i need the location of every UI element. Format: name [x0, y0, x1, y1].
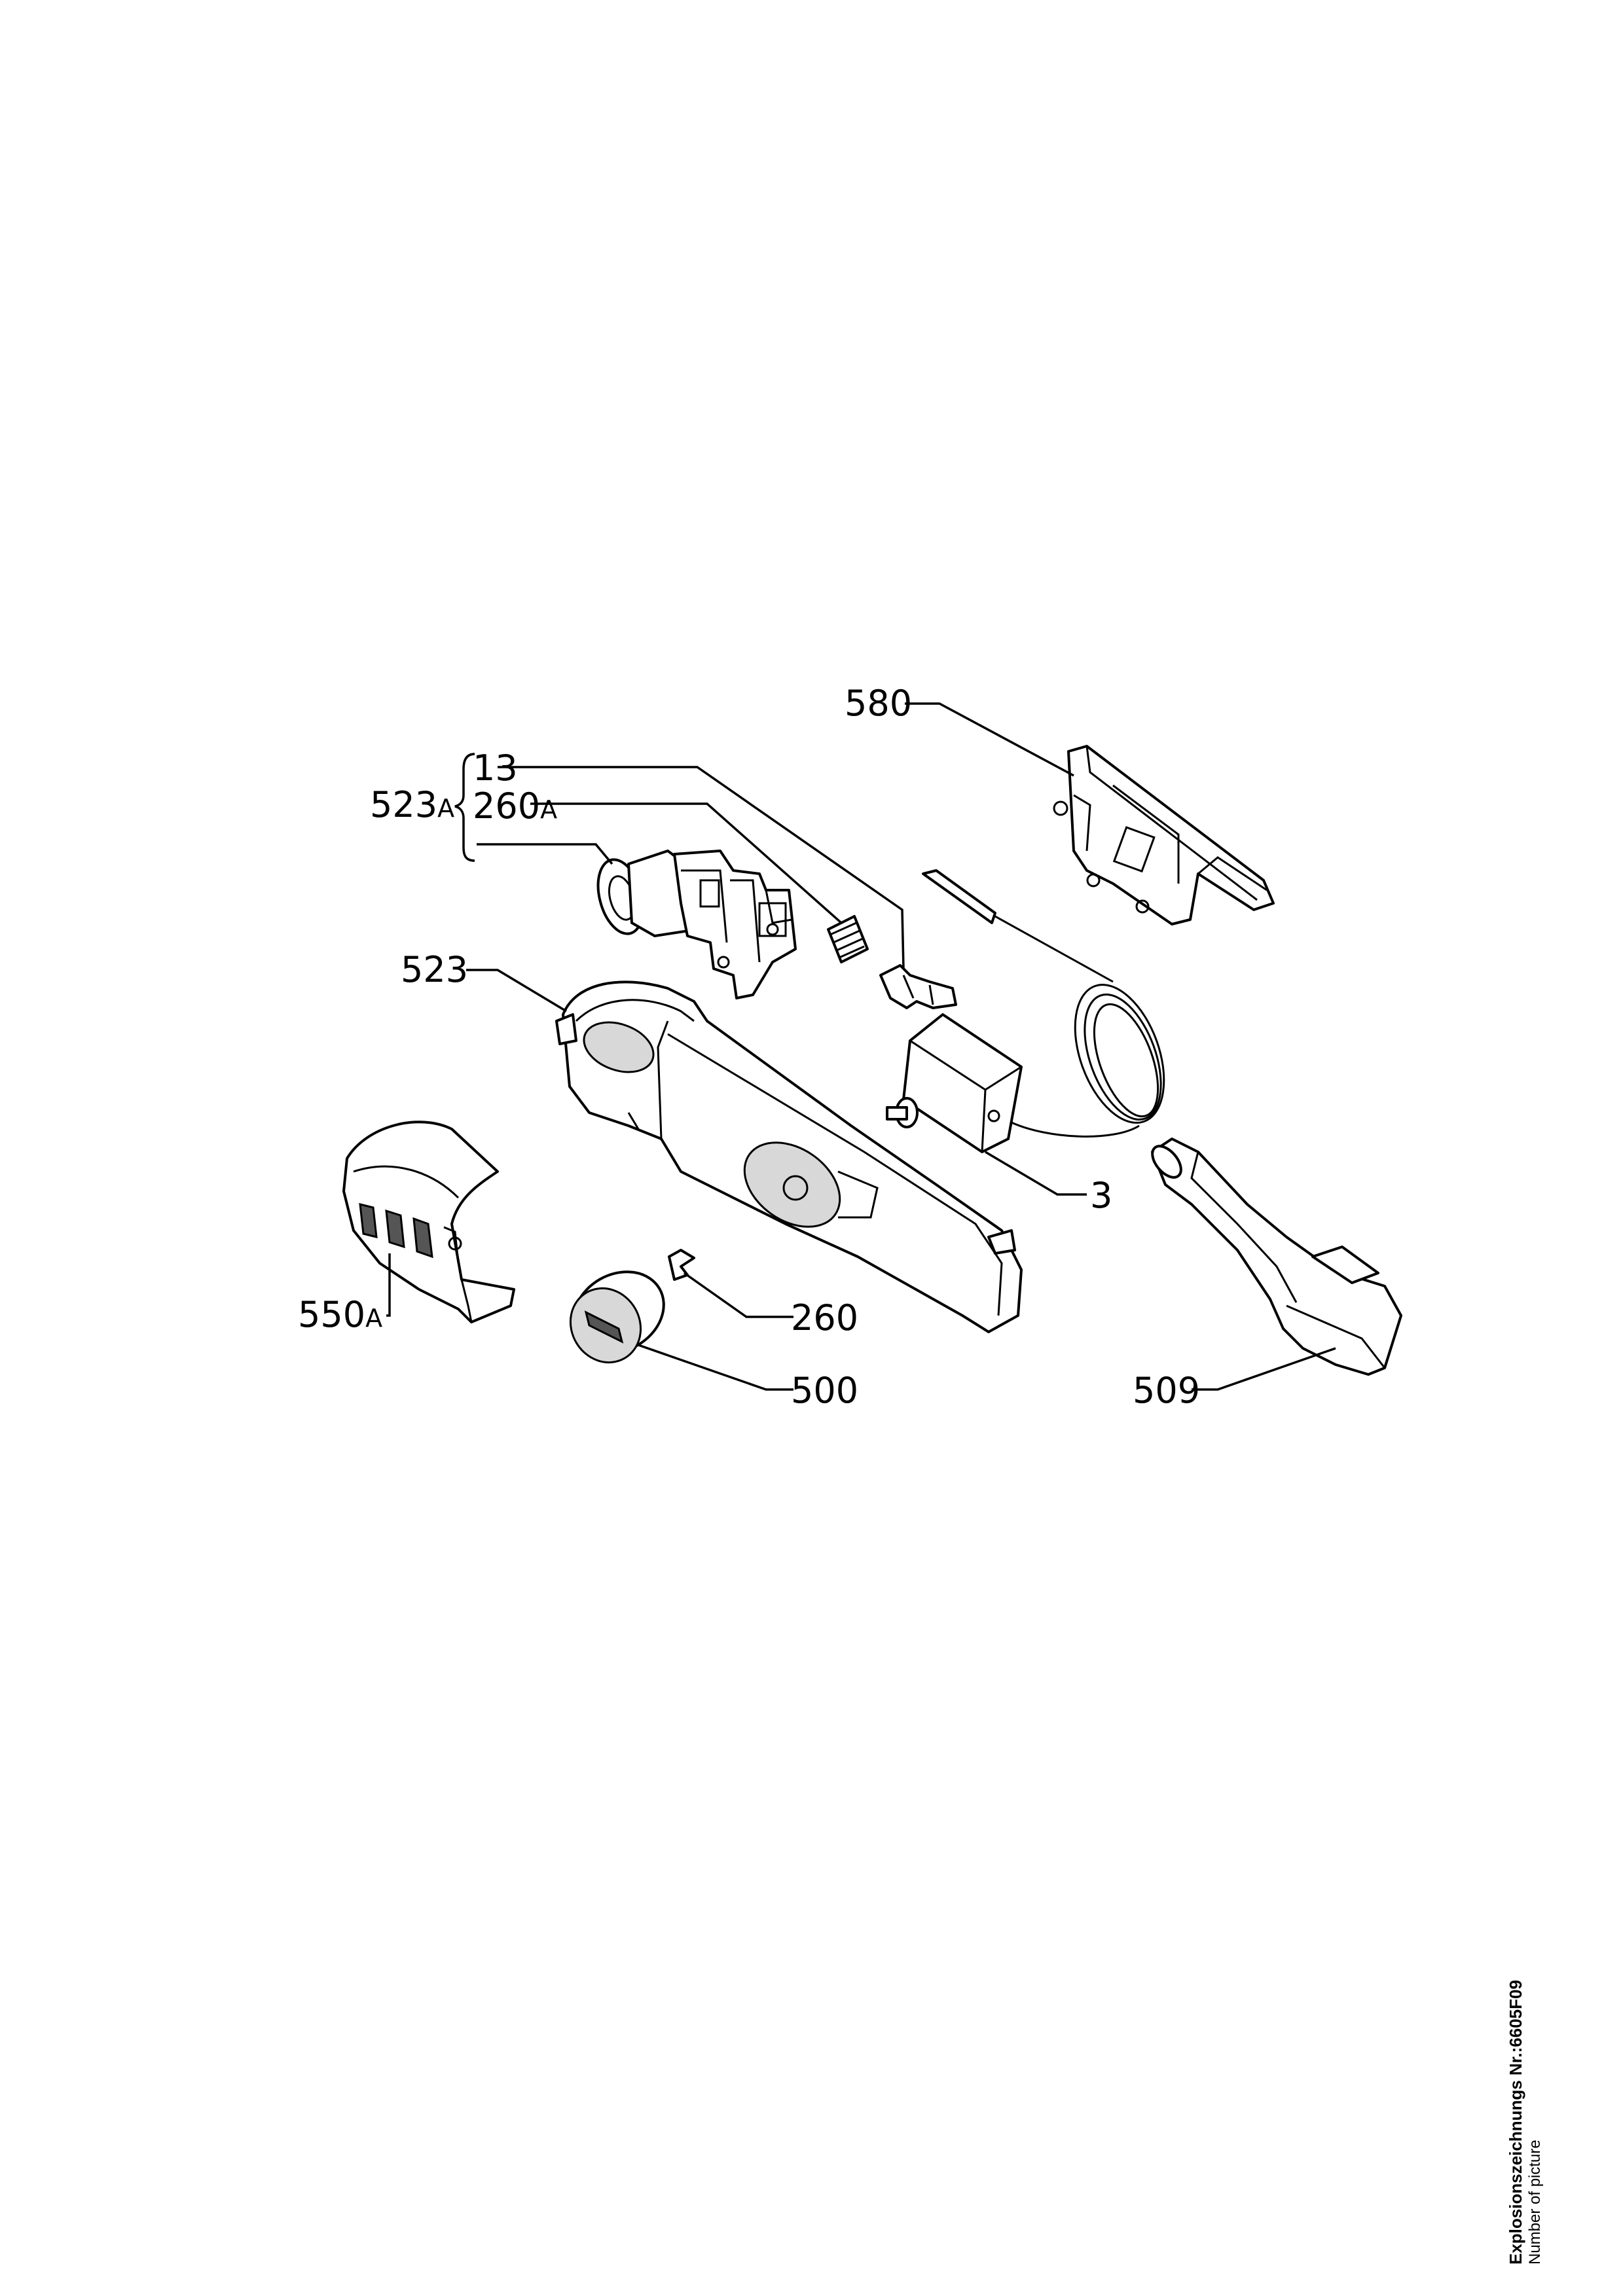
caption-drawing-number: Explosionszeichnungs Nr.:6605F09: [1506, 1980, 1525, 2265]
picture-number-caption: Explosionszeichnungs Nr.:6605F09 Number …: [1506, 1950, 1571, 2265]
label-523a: 523A: [370, 784, 454, 825]
leader-lines: [386, 702, 1336, 1391]
label-3: 3: [1090, 1175, 1112, 1216]
label-523: 523: [401, 949, 468, 990]
label-550a: 550A: [298, 1294, 382, 1335]
part-labels: 580 523A 13 260A 523 3 550A 260 500 509: [298, 683, 1200, 1411]
label-260: 260: [791, 1297, 858, 1338]
part-523-housing: [555, 980, 1023, 1333]
caption-number-of-picture: Number of picture: [1526, 2140, 1544, 2265]
part-260-clip: [668, 1249, 695, 1281]
part-550a-cover: [342, 1121, 515, 1323]
label-580: 580: [845, 683, 912, 724]
label-13: 13: [473, 747, 518, 789]
part-260a-spring: [827, 915, 869, 963]
part-523a-switch-assembly: [596, 850, 797, 999]
caption-text: Explosionszeichnungs Nr.:6605F09 Number …: [1506, 1980, 1545, 2265]
label-509: 509: [1133, 1370, 1200, 1411]
part-509-handle: [1151, 1138, 1402, 1376]
part-580-bracket: [1053, 745, 1275, 925]
part-500-knob: [569, 1270, 665, 1364]
label-260a: 260A: [473, 785, 557, 827]
part-3-thermostat: [886, 869, 1165, 1153]
part-13-latch: [879, 964, 957, 1009]
label-500: 500: [791, 1370, 858, 1411]
